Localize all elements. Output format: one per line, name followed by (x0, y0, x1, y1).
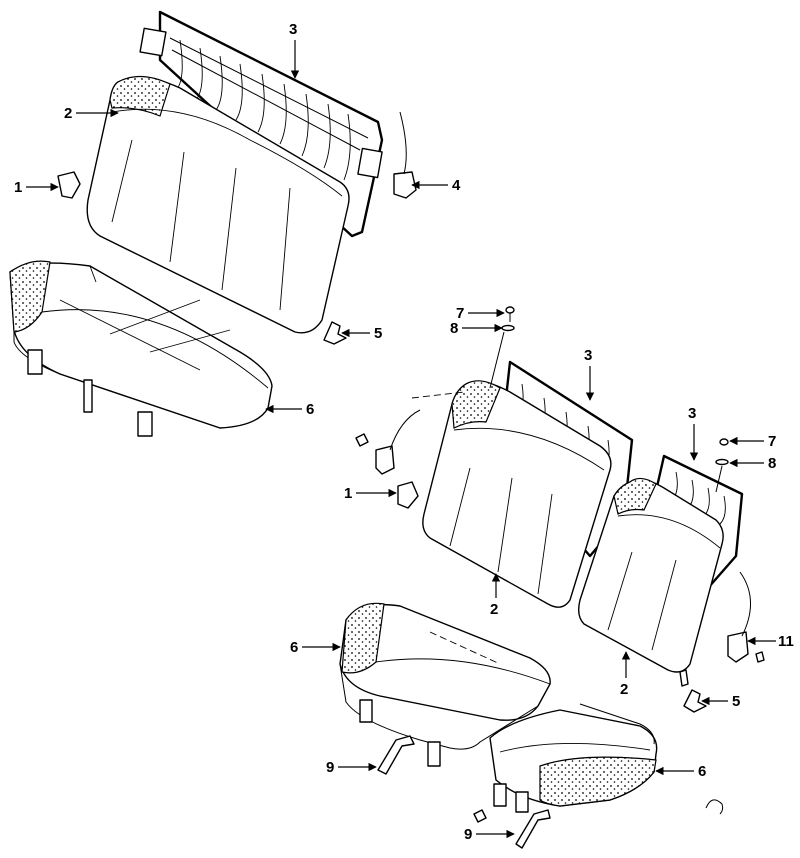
svg-text:2: 2 (64, 105, 72, 122)
split-small-seatback-cover (577, 477, 724, 673)
svg-text:11: 11 (778, 633, 794, 650)
svg-text:6: 6 (306, 401, 314, 418)
svg-text:3: 3 (584, 347, 592, 364)
bench-seat-cushion (9, 260, 273, 429)
callout-2: 2 (64, 105, 119, 122)
svg-text:6: 6 (698, 763, 706, 780)
svg-text:9: 9 (464, 826, 472, 843)
callout-11: 11 (747, 633, 794, 650)
callout-6: 6 (265, 401, 314, 418)
callout-3: 3 (289, 21, 300, 79)
svg-text:2: 2 (620, 681, 628, 698)
callout-8: 8 (450, 320, 503, 337)
svg-text:9: 9 (326, 759, 334, 776)
split-hinge-bracket (679, 669, 707, 713)
callout-3: 3 (688, 405, 699, 461)
callout-5: 5 (341, 325, 382, 342)
svg-text:8: 8 (450, 320, 458, 337)
bench-hinge-bracket (323, 321, 347, 345)
svg-text:5: 5 (374, 325, 382, 342)
bench-latch-left (57, 171, 81, 199)
split-headrest-guides (489, 306, 729, 493)
split-cushion-brackets (359, 699, 529, 813)
callout-4: 4 (411, 177, 461, 194)
callout-1: 1 (344, 485, 397, 502)
svg-text:3: 3 (289, 21, 297, 38)
split-release-levers (377, 735, 551, 849)
split-small-seat-cushion (489, 703, 658, 807)
svg-text:3: 3 (688, 405, 696, 422)
split-latch-center (397, 481, 419, 509)
bench-latch-right (393, 111, 417, 199)
svg-text:7: 7 (456, 305, 464, 322)
svg-text:5: 5 (732, 693, 740, 710)
callout-6: 6 (655, 763, 706, 780)
bench-seatback-frame (139, 10, 384, 238)
callout-7: 7 (729, 433, 776, 450)
svg-text:2: 2 (490, 601, 498, 618)
callout-1: 1 (14, 179, 59, 196)
loose-clip (705, 799, 724, 815)
svg-text:1: 1 (344, 485, 352, 502)
svg-text:1: 1 (14, 179, 22, 196)
svg-text:8: 8 (768, 455, 776, 472)
callout-2: 2 (490, 573, 501, 618)
bench-cushion-brackets (27, 349, 153, 437)
svg-text:6: 6 (290, 639, 298, 656)
split-large-seatback-cover (422, 380, 612, 608)
callout-3: 3 (584, 347, 595, 401)
callout-5: 5 (701, 693, 740, 710)
callout-9: 9 (326, 759, 377, 776)
callout-9: 9 (464, 826, 515, 843)
callout-8: 8 (729, 455, 776, 472)
callouts: 1 2 3 4 5 6 7 8 (14, 21, 794, 843)
callout-7: 7 (456, 305, 505, 322)
split-latch-left (355, 391, 465, 475)
svg-text:7: 7 (768, 433, 776, 450)
bench-seatback-cover (86, 75, 350, 334)
split-large-seat-cushion (339, 602, 551, 750)
callout-6: 6 (290, 639, 341, 656)
svg-text:4: 4 (452, 177, 461, 194)
callout-2: 2 (620, 651, 631, 698)
split-latch-right (727, 571, 765, 663)
